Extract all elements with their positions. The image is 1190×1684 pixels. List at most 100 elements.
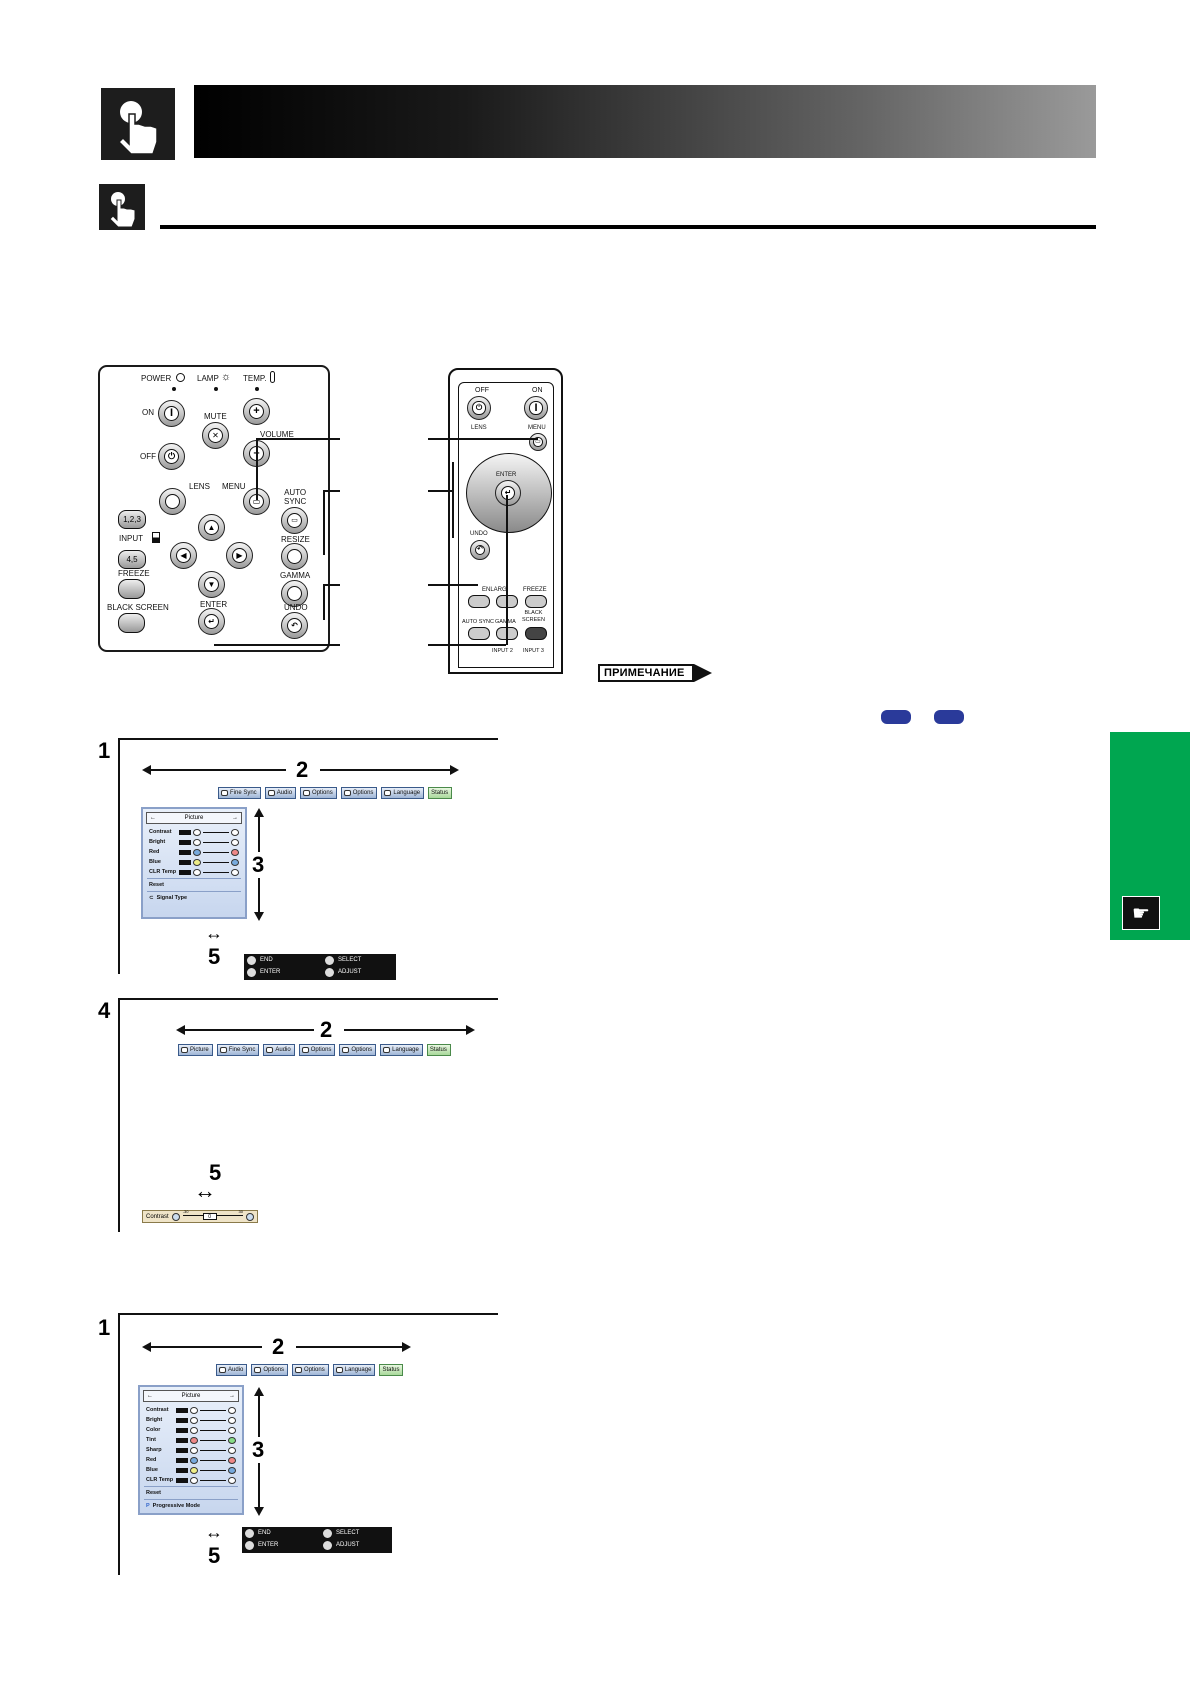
enter-button[interactable]: ↵ <box>198 608 225 635</box>
temp-label: TEMP. <box>243 374 267 383</box>
step-number: 3 <box>252 1437 265 1462</box>
remote-on-button[interactable]: I <box>524 396 548 420</box>
remote-enlarge-button[interactable] <box>468 595 490 608</box>
undo-button[interactable]: ↶ <box>281 612 308 639</box>
tab-audio[interactable]: Audio <box>216 1364 248 1376</box>
menu-row[interactable]: Red <box>140 1455 242 1465</box>
contrast-slider[interactable]: Contrast -30 30 0 <box>142 1209 258 1223</box>
tab-status[interactable]: Status <box>428 787 453 799</box>
menu-row[interactable]: Bright <box>140 1415 242 1425</box>
enter-label: ENTER <box>200 600 228 609</box>
menu-tab-bar: Audio Options Options Language Status <box>216 1364 404 1376</box>
left-button[interactable]: ◀ <box>170 542 197 569</box>
menu-row[interactable]: Bright <box>143 837 245 847</box>
arrow-line <box>150 769 286 771</box>
remote-undo-button[interactable]: ↶ <box>470 540 490 560</box>
tab-options[interactable]: Options <box>300 787 337 799</box>
input-45-button[interactable]: 4,5 <box>118 550 146 569</box>
lens-label: LENS <box>189 482 210 491</box>
arrow-line <box>258 878 260 912</box>
tab-options[interactable]: Options <box>339 1044 377 1056</box>
menu-row[interactable]: CLR Temp <box>140 1475 242 1485</box>
volume-up-button[interactable]: + <box>243 398 270 425</box>
note-label: ПРИМЕЧАНИЕ <box>598 664 694 682</box>
tab-audio[interactable]: Audio <box>264 787 297 799</box>
black-screen-button[interactable] <box>118 613 145 633</box>
menu-row[interactable]: CLR Temp <box>143 867 245 877</box>
step-number: 1 <box>98 1315 111 1340</box>
tab-options[interactable]: Options <box>340 787 378 799</box>
menu-row[interactable]: Red <box>143 847 245 857</box>
right-button[interactable]: ▶ <box>226 542 253 569</box>
callout-line <box>506 495 508 645</box>
arrow-line <box>296 1346 402 1348</box>
remote-enter-button[interactable]: ↵ <box>495 480 521 506</box>
black-screen-label: BLACK SCREEN <box>107 603 169 612</box>
arrow-down-icon <box>254 912 264 921</box>
menu-row[interactable]: Blue <box>143 857 245 867</box>
tab-fine-sync[interactable]: Fine Sync <box>218 787 261 799</box>
tab-options[interactable]: Options <box>251 1364 289 1376</box>
screen-figure: 2 Audio Options Options Language Status … <box>118 1313 498 1575</box>
up-button[interactable]: ▲ <box>198 514 225 541</box>
menu-row[interactable]: Blue <box>140 1465 242 1475</box>
remote-menu-button[interactable]: ▭ <box>529 433 547 451</box>
remote-auto-sync-button[interactable] <box>468 627 490 640</box>
remote-undo-label: UNDO <box>470 531 488 537</box>
step-number: 5 <box>208 1543 221 1568</box>
menu-row-signal-type[interactable]: ⊂Signal Type <box>149 895 188 901</box>
arrow-line <box>258 1463 260 1507</box>
resize-label: RESIZE <box>281 535 310 544</box>
tab-options[interactable]: Options <box>292 1364 329 1376</box>
on-button[interactable]: I <box>158 400 185 427</box>
down-button[interactable]: ▼ <box>198 571 225 598</box>
tab-fine-sync[interactable]: Fine Sync <box>216 1044 260 1056</box>
remote-enter-label: ENTER <box>496 472 517 478</box>
volume-label: VOLUME <box>260 430 294 439</box>
tab-options[interactable]: Options <box>298 1044 336 1056</box>
mute-label: MUTE <box>204 412 227 421</box>
menu-row[interactable]: Color <box>140 1425 242 1435</box>
page-ref-badge <box>881 710 911 724</box>
remote-on-label: ON <box>532 387 543 394</box>
thermometer-icon <box>270 371 275 383</box>
auto-sync-button[interactable]: ▭ <box>281 507 308 534</box>
undo-label: UNDO <box>284 603 308 612</box>
lens-button[interactable] <box>159 488 186 515</box>
mute-button[interactable]: ✕ <box>202 422 229 449</box>
arrow-up-icon <box>254 1387 264 1396</box>
tab-language[interactable]: Language <box>332 1364 376 1376</box>
callout-line <box>428 438 538 440</box>
menu-row[interactable]: Sharp <box>140 1445 242 1455</box>
tab-language[interactable]: Language <box>381 787 425 799</box>
menu-row[interactable]: Contrast <box>140 1405 242 1415</box>
remote-freeze-button[interactable] <box>525 595 547 608</box>
gamma-button[interactable] <box>281 580 308 607</box>
tab-picture[interactable]: Picture <box>178 1044 213 1056</box>
off-button[interactable]: ⏻ <box>158 443 185 470</box>
freeze-button[interactable] <box>118 579 145 599</box>
menu-row[interactable]: Contrast <box>143 827 245 837</box>
tab-language[interactable]: Language <box>380 1044 423 1056</box>
step-number: 1 <box>98 738 111 763</box>
remote-off-button[interactable]: ⏻ <box>467 396 491 420</box>
remote-off-label: OFF <box>475 387 489 394</box>
menu-row-reset[interactable]: Reset <box>149 882 164 888</box>
picture-menu: ←Picture→ Contrast Bright Red Blue CLR T… <box>141 807 247 919</box>
tab-status[interactable]: Status <box>379 1364 404 1376</box>
arrow-line <box>150 1346 262 1348</box>
resize-button[interactable] <box>281 543 308 570</box>
tab-audio[interactable]: Audio <box>263 1044 295 1056</box>
power-indicator-icon <box>176 373 185 382</box>
tab-status[interactable]: Status <box>426 1044 451 1056</box>
menu-row[interactable]: Tint <box>140 1435 242 1445</box>
remote-black-screen-button[interactable] <box>525 627 547 640</box>
remote-enlarge-label: ENLARG <box>482 587 507 593</box>
section-header-bar <box>194 85 1096 158</box>
input-123-button[interactable]: 1,2,3 <box>118 510 146 529</box>
menu-row-reset[interactable]: Reset <box>146 1490 161 1496</box>
menu-title: ←Picture→ <box>146 812 242 824</box>
